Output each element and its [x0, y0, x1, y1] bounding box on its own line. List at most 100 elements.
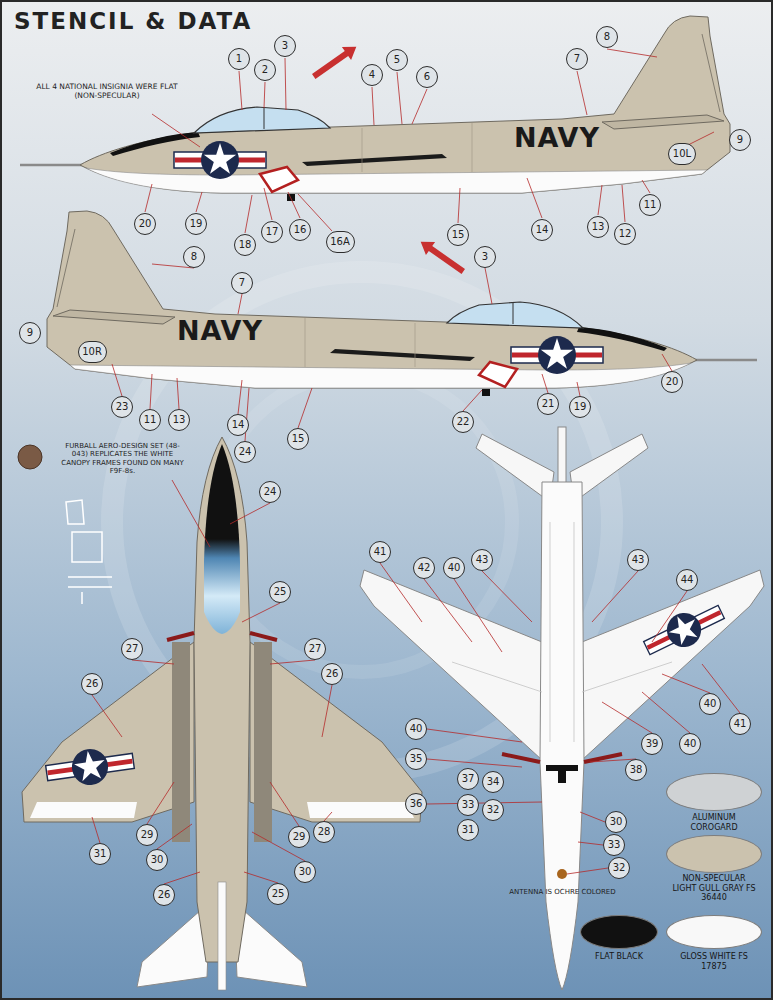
leader-line [463, 390, 482, 411]
callout-number: 9 [27, 328, 33, 338]
callout-circle: 3 [474, 246, 496, 268]
callout-circle: 25 [269, 581, 291, 603]
legend-text: ALUMINUM COROGARD [674, 813, 754, 832]
leader-line [92, 817, 100, 843]
callout-number: 33 [462, 800, 475, 810]
bottom-view [360, 427, 764, 990]
callout-circle: 26 [321, 663, 343, 685]
callout-circle: 8 [596, 26, 618, 48]
bottom-view [557, 869, 567, 879]
callout-number: 31 [462, 825, 475, 835]
callout-number: 38 [630, 765, 643, 775]
callout-circle: 7 [231, 272, 253, 294]
leader-line [642, 692, 690, 733]
color-swatch [666, 835, 762, 873]
leader-line [242, 603, 280, 622]
callout-circle: 4 [361, 64, 383, 86]
callout-circle: 43 [471, 549, 493, 571]
callout-circle: 40 [405, 718, 427, 740]
callout-number: 11 [144, 415, 157, 425]
bottom-view [540, 482, 584, 990]
top-view [307, 802, 414, 818]
top-view [18, 445, 42, 469]
bottom-view [360, 570, 542, 760]
callout-circle: 30 [605, 811, 627, 833]
callout-circle: 14 [531, 219, 553, 241]
bottom-view [558, 765, 566, 783]
callout-number: 6 [424, 72, 430, 82]
callout-number: 26 [158, 890, 171, 900]
callout-circle: 28 [313, 821, 335, 843]
leader-line [238, 294, 242, 314]
callout-circle: 25 [267, 883, 289, 905]
bottom-view [502, 754, 540, 762]
leader-line [567, 868, 608, 874]
color-swatch [666, 915, 762, 949]
callout-circle: 34 [482, 771, 504, 793]
marking: NAVY [177, 315, 263, 346]
callout-circle: 32 [608, 857, 630, 879]
legend-entry: NON-SPECULAR LIGHT GULL GRAY FS 36440 [672, 874, 756, 903]
callout-circle: 37 [457, 768, 479, 790]
callout-circle: 9 [19, 322, 41, 344]
callout-number: 8 [604, 32, 610, 42]
callout-circle: 19 [185, 213, 207, 235]
callout-number: 34 [487, 777, 500, 787]
callout-number: 25 [274, 587, 287, 597]
callout-number: 41 [374, 547, 387, 557]
side-view-right [47, 211, 757, 396]
callout-number: 28 [318, 827, 331, 837]
callout-number: 25 [272, 889, 285, 899]
leader-line [482, 571, 532, 622]
leader-line [662, 354, 672, 371]
legend-text: FLAT BLACK [580, 952, 658, 962]
leader-line [147, 782, 174, 824]
leader-line [132, 660, 174, 664]
color-swatch [666, 773, 762, 811]
top-view [218, 882, 226, 990]
leader-line [324, 812, 332, 821]
callout-circle: 23 [111, 396, 133, 418]
leader-line [196, 192, 202, 212]
callout-number: 17 [266, 227, 279, 237]
callout-number: 3 [482, 252, 488, 262]
callout-number: 40 [684, 739, 697, 749]
callout-circle: 15 [447, 224, 469, 246]
marking-text: NAVY [514, 122, 600, 153]
callout-circle: 27 [121, 638, 143, 660]
callout-circle: 17 [261, 221, 283, 243]
leader-line [264, 82, 265, 108]
leader-line [458, 188, 460, 223]
callout-number: 12 [619, 229, 632, 239]
note-text: ANTENNA IS OCHRE COLORED [500, 888, 625, 896]
callout-number: 18 [239, 240, 252, 250]
callout-number: 24 [239, 447, 252, 457]
top-view [167, 633, 194, 640]
callout-number: 19 [574, 402, 587, 412]
callout-circle: 26 [81, 673, 103, 695]
callout-number: 11 [644, 200, 657, 210]
top-view [30, 802, 137, 818]
marking-text: NAVY [177, 315, 263, 346]
callout-number: 20 [139, 219, 152, 229]
leader-line [164, 872, 200, 884]
top-view [204, 444, 240, 634]
callout-number: 20 [666, 377, 679, 387]
callout-number: 8 [191, 252, 197, 262]
callout-number: 27 [309, 644, 322, 654]
callout-circle: 22 [452, 411, 474, 433]
callout-number: 29 [293, 832, 306, 842]
callout-circle: 33 [603, 834, 625, 856]
callout-circle: 40 [699, 693, 721, 715]
note-text: FURBALL AERO-DESIGN SET (48-043) REPLICA… [60, 442, 185, 476]
legend-entry: GLOSS WHITE FS 17875 [674, 952, 754, 971]
callout-number: 15 [292, 434, 305, 444]
leader-line [602, 702, 652, 733]
callout-number: 30 [151, 855, 164, 865]
callout-number: 29 [141, 830, 154, 840]
callout-number: 5 [394, 55, 400, 65]
callout-number: 27 [126, 644, 139, 654]
callout-circle: 1 [228, 48, 250, 70]
callout-number: 40 [704, 699, 717, 709]
